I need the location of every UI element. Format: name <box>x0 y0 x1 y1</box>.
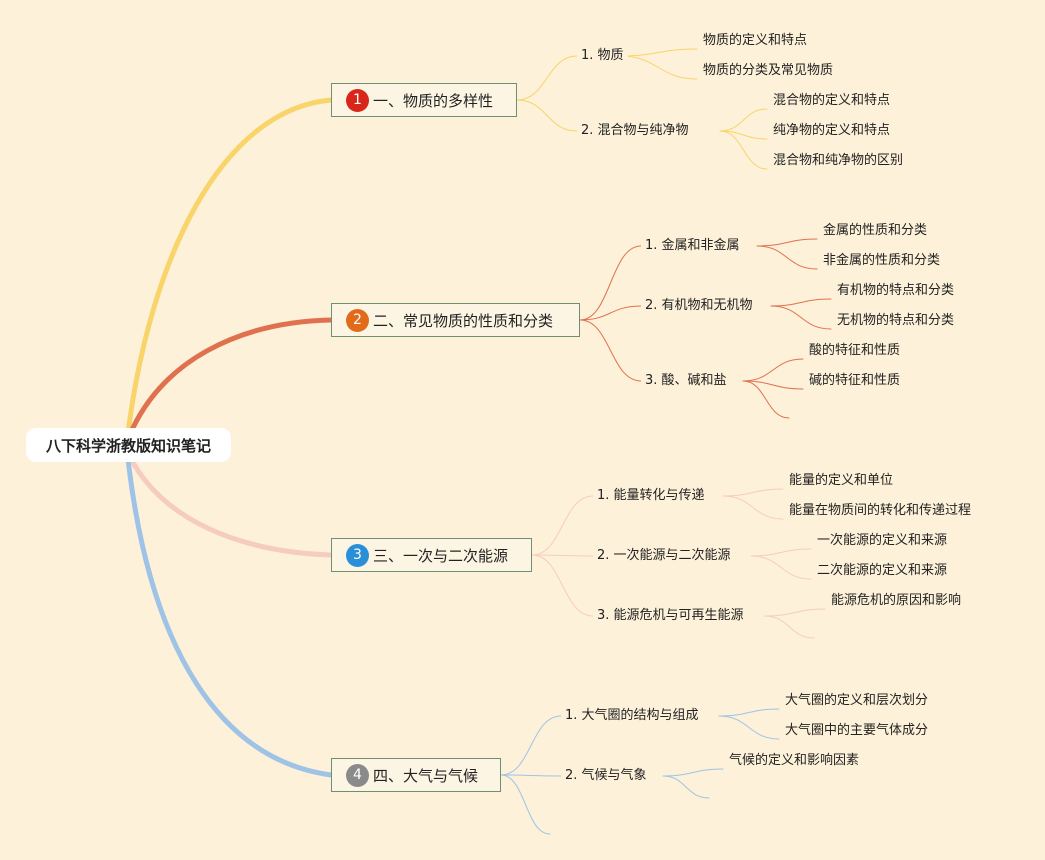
leaf-node[interactable]: 金属的性质和分类 <box>823 223 928 238</box>
leaf-node[interactable]: 能量的定义和单位 <box>789 473 894 488</box>
subtopic-connector <box>531 554 594 617</box>
leaf-node[interactable]: 大气圈中的主要气体成分 <box>785 723 929 738</box>
number-badge-1-icon: 1 <box>346 88 369 112</box>
subtopic-connector <box>531 495 594 556</box>
subtopic-connector <box>579 305 642 321</box>
leaf-connector <box>750 555 812 580</box>
leaf-node[interactable]: 能量在物质间的转化和传递过程 <box>789 503 972 518</box>
branch-title: 二、常见物质的性质和分类 <box>373 311 554 330</box>
subtopic-node[interactable]: 1. 物质 <box>577 47 628 65</box>
leaf-node[interactable]: 纯净物的定义和特点 <box>773 123 891 138</box>
number-badge-2-icon: 2 <box>346 308 369 332</box>
subtopic-connector <box>500 774 551 835</box>
leaf-node[interactable]: 气候的定义和影响因素 <box>729 753 860 768</box>
subtopic-node[interactable]: 1. 大气圈的结构与组成 <box>561 707 703 725</box>
leaf-node[interactable]: 混合物的定义和特点 <box>773 93 891 108</box>
leaf-connector <box>718 715 780 740</box>
leaf-connector <box>742 380 804 390</box>
leaf-node[interactable]: 酸的特征和性质 <box>809 343 901 358</box>
subtopic-node[interactable]: 3. 能源危机与可再生能源 <box>593 607 748 625</box>
leaf-node[interactable]: 二次能源的定义和来源 <box>817 563 948 578</box>
root-node[interactable]: 八下科学浙教版知识笔记 <box>26 428 231 462</box>
leaf-connector <box>764 608 826 617</box>
branch-title: 三、一次与二次能源 <box>373 546 509 565</box>
leaf-connector <box>719 130 768 170</box>
number-badge-4-icon: 4 <box>346 763 369 787</box>
leaf-node[interactable]: 混合物和纯净物的区别 <box>773 153 904 168</box>
branch-title: 四、大气与气候 <box>373 766 479 785</box>
leaf-connector <box>662 775 710 799</box>
leaf-connector <box>719 108 768 132</box>
branch-connector <box>125 317 334 442</box>
subtopic-connector <box>579 319 642 382</box>
leaf-connector <box>770 298 832 307</box>
leaf-connector <box>764 615 815 639</box>
leaf-node[interactable]: 无机物的特点和分类 <box>837 313 955 328</box>
leaf-connector <box>756 245 818 270</box>
subtopic-connector <box>516 99 578 132</box>
branch-node-1[interactable]: 1 一、物质的多样性 <box>331 83 517 117</box>
branch-connector <box>125 450 334 558</box>
subtopic-node[interactable]: 1. 金属和非金属 <box>641 237 744 255</box>
subtopic-node[interactable]: 1. 能量转化与传递 <box>593 487 709 505</box>
leaf-connector <box>662 768 724 777</box>
branch-title: 一、物质的多样性 <box>373 91 494 110</box>
leaf-node[interactable]: 有机物的特点和分类 <box>837 283 955 298</box>
leaf-connector <box>742 380 790 419</box>
number-badge-3-icon: 3 <box>346 543 369 567</box>
leaf-node[interactable]: 非金属的性质和分类 <box>823 253 941 268</box>
leaf-connector <box>742 358 804 382</box>
subtopic-connector <box>531 554 594 557</box>
branch-connector <box>125 97 334 436</box>
branch-node-3[interactable]: 3 三、一次与二次能源 <box>331 538 532 572</box>
subtopic-connector <box>579 245 642 321</box>
leaf-connector <box>722 495 784 520</box>
branch-connector <box>125 456 334 778</box>
leaf-connector <box>750 548 812 557</box>
leaf-node[interactable]: 物质的分类及常见物质 <box>703 63 834 78</box>
subtopic-node[interactable]: 2. 气候与气象 <box>561 767 651 785</box>
leaf-connector <box>619 55 698 80</box>
subtopic-connector <box>500 715 562 776</box>
subtopic-node[interactable]: 2. 有机物和无机物 <box>641 297 757 315</box>
leaf-connector <box>619 48 698 57</box>
leaf-node[interactable]: 一次能源的定义和来源 <box>817 533 948 548</box>
subtopic-connector <box>516 55 578 101</box>
subtopic-node[interactable]: 2. 混合物与纯净物 <box>577 122 693 140</box>
leaf-connector <box>756 238 818 247</box>
subtopic-node[interactable]: 2. 一次能源与二次能源 <box>593 547 735 565</box>
leaf-node[interactable]: 能源危机的原因和影响 <box>831 593 962 608</box>
leaf-node[interactable]: 碱的特征和性质 <box>809 373 901 388</box>
leaf-node[interactable]: 物质的定义和特点 <box>703 33 808 48</box>
leaf-connector <box>722 488 784 497</box>
branch-node-4[interactable]: 4 四、大气与气候 <box>331 758 501 792</box>
root-title: 八下科学浙教版知识笔记 <box>45 436 211 455</box>
leaf-connector <box>770 305 832 330</box>
branch-node-2[interactable]: 2 二、常见物质的性质和分类 <box>331 303 580 337</box>
leaf-connector <box>718 708 780 717</box>
leaf-node[interactable]: 大气圈的定义和层次划分 <box>785 693 929 708</box>
subtopic-node[interactable]: 3. 酸、碱和盐 <box>641 372 731 390</box>
subtopic-connector <box>500 774 562 777</box>
